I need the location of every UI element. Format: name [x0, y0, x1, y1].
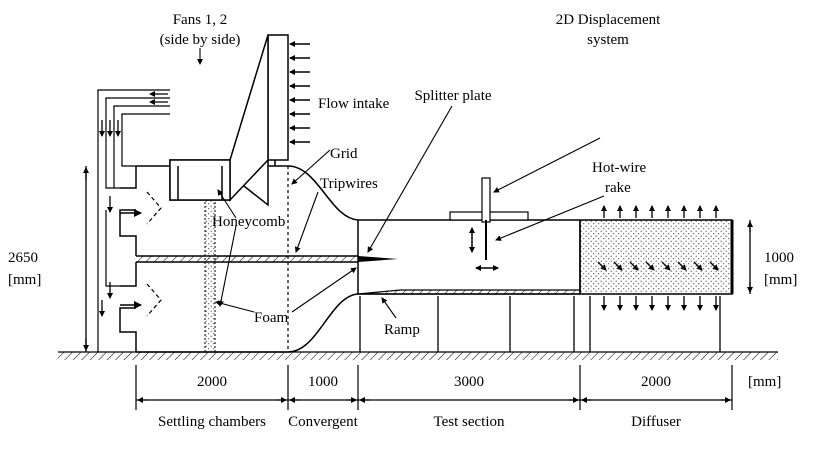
hotwire-label-2: rake: [605, 180, 631, 196]
convergent-length: 1000: [308, 374, 338, 390]
ramp: [357, 289, 581, 295]
leader-lines: [197, 48, 605, 319]
length-dimensions: [135, 365, 733, 410]
height-total-value: 2650: [8, 250, 38, 266]
grid-label: Grid: [330, 146, 358, 162]
foam-label: Foam: [254, 310, 289, 326]
splitter-plate-label: Splitter plate: [414, 88, 491, 104]
inlet-arrows: [120, 191, 162, 317]
section-settling-label: Settling chambers: [158, 414, 266, 430]
displacement-label-1: 2D Displacement: [556, 12, 661, 28]
fans-sublabel: (side by side): [160, 32, 241, 48]
splitter-plate-lower: [136, 256, 358, 262]
fans-label: Fans 1, 2: [173, 12, 228, 28]
fan-unit: [169, 34, 289, 207]
section-convergent-label: Convergent: [288, 414, 359, 430]
height-diffuser-unit: [mm]: [764, 272, 797, 288]
length-unit: [mm]: [748, 374, 781, 390]
ramp-label: Ramp: [384, 322, 420, 338]
settling-length: 2000: [197, 374, 227, 390]
ground: [58, 351, 778, 360]
intake-arrows: [289, 41, 310, 145]
height-diffuser-value: 1000: [764, 250, 794, 266]
hotwire-label-1: Hot-wire: [592, 160, 646, 176]
return-ducting: [97, 89, 170, 352]
section-test-label: Test section: [433, 414, 505, 430]
diffuser-length: 2000: [641, 374, 671, 390]
displacement-system: [449, 177, 529, 260]
diffuser-outflow-arrows: [597, 205, 719, 311]
diffuser: [579, 219, 734, 295]
section-diffuser-label: Diffuser: [631, 414, 681, 430]
honeycomb-label: Honeycomb: [212, 214, 285, 230]
tripwires-label: Tripwires: [320, 176, 378, 192]
return-flow-arrows: [99, 91, 168, 317]
support-legs: [359, 296, 721, 352]
displacement-label-2: system: [587, 32, 629, 48]
height-total-unit: [mm]: [8, 272, 41, 288]
splitter-plate-tip: [358, 256, 398, 262]
test-section: [357, 219, 581, 295]
test-length: 3000: [454, 374, 484, 390]
flow-intake-label: Flow intake: [318, 96, 390, 112]
probe-motion-arrows: [469, 227, 499, 271]
